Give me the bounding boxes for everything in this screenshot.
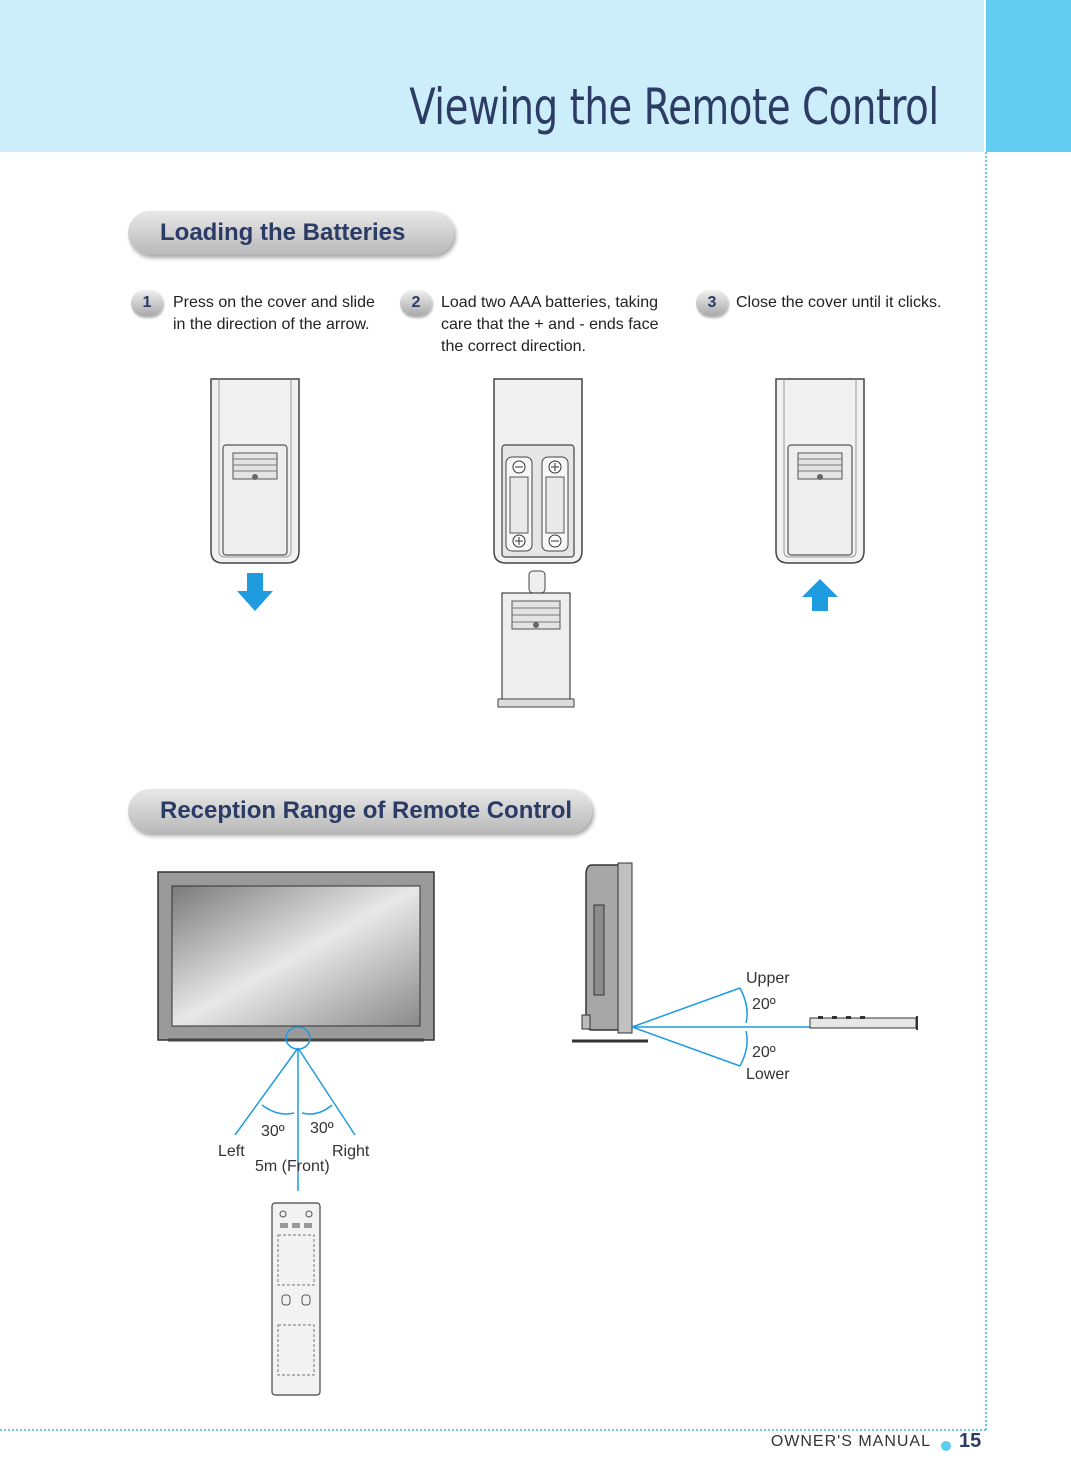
step-2-badge: 2 bbox=[400, 290, 432, 316]
footer-manual-label: OWNER'S MANUAL bbox=[770, 1433, 931, 1450]
remote-back-closed-illustration bbox=[775, 378, 865, 611]
header-band bbox=[0, 0, 984, 152]
lower-angle-label: 20º bbox=[752, 1044, 776, 1061]
slide-down-arrow-icon bbox=[237, 573, 273, 611]
distance-label: 5m (Front) bbox=[255, 1158, 330, 1175]
remote-back-open-illustration bbox=[210, 378, 300, 611]
page-title: Viewing the Remote Control bbox=[409, 78, 939, 136]
remote-battery-compartment-illustration bbox=[493, 378, 583, 708]
upper-angle-label: 20º bbox=[752, 996, 776, 1013]
section-heading-reception: Reception Range of Remote Control bbox=[128, 789, 592, 833]
step-1-line-2: in the direction of the arrow. bbox=[173, 316, 370, 333]
remote-side-icon bbox=[809, 1017, 917, 1029]
left-angle-label: 30º bbox=[261, 1123, 285, 1140]
slide-up-arrow-icon bbox=[802, 579, 838, 611]
left-label: Left bbox=[218, 1143, 245, 1160]
right-label: Right bbox=[332, 1143, 370, 1160]
step-2-line-1: Load two AAA batteries, taking bbox=[441, 294, 659, 311]
right-angle-label: 30º bbox=[310, 1120, 334, 1137]
footer-dot-icon bbox=[941, 1441, 951, 1451]
step-2-line-3: the correct direction. bbox=[441, 338, 586, 355]
section-heading-batteries: Loading the Batteries bbox=[128, 211, 454, 255]
step-3-text: Close the cover until it clicks. bbox=[736, 292, 941, 314]
step-1-badge: 1 bbox=[131, 290, 163, 316]
step-3-line-1: Close the cover until it clicks. bbox=[736, 294, 942, 311]
lower-label: Lower bbox=[746, 1066, 790, 1083]
front-view-diagram bbox=[157, 871, 435, 1396]
step-2-line-2: care that the + and - ends face bbox=[441, 316, 659, 333]
step-2-text: Load two AAA batteries, taking care that… bbox=[441, 292, 658, 358]
right-margin-dotted-line bbox=[985, 152, 987, 1430]
step-1-text: Press on the cover and slide in the dire… bbox=[173, 292, 375, 336]
header-tab bbox=[986, 0, 1071, 152]
side-view-diagram bbox=[572, 862, 918, 1067]
remote-front-icon bbox=[271, 1202, 321, 1396]
step-1-line-1: Press on the cover and slide bbox=[173, 294, 375, 311]
page-number: 15 bbox=[959, 1430, 982, 1452]
bottom-dotted-line bbox=[0, 1429, 986, 1431]
step-3-badge: 3 bbox=[696, 290, 728, 316]
upper-label: Upper bbox=[746, 970, 790, 987]
